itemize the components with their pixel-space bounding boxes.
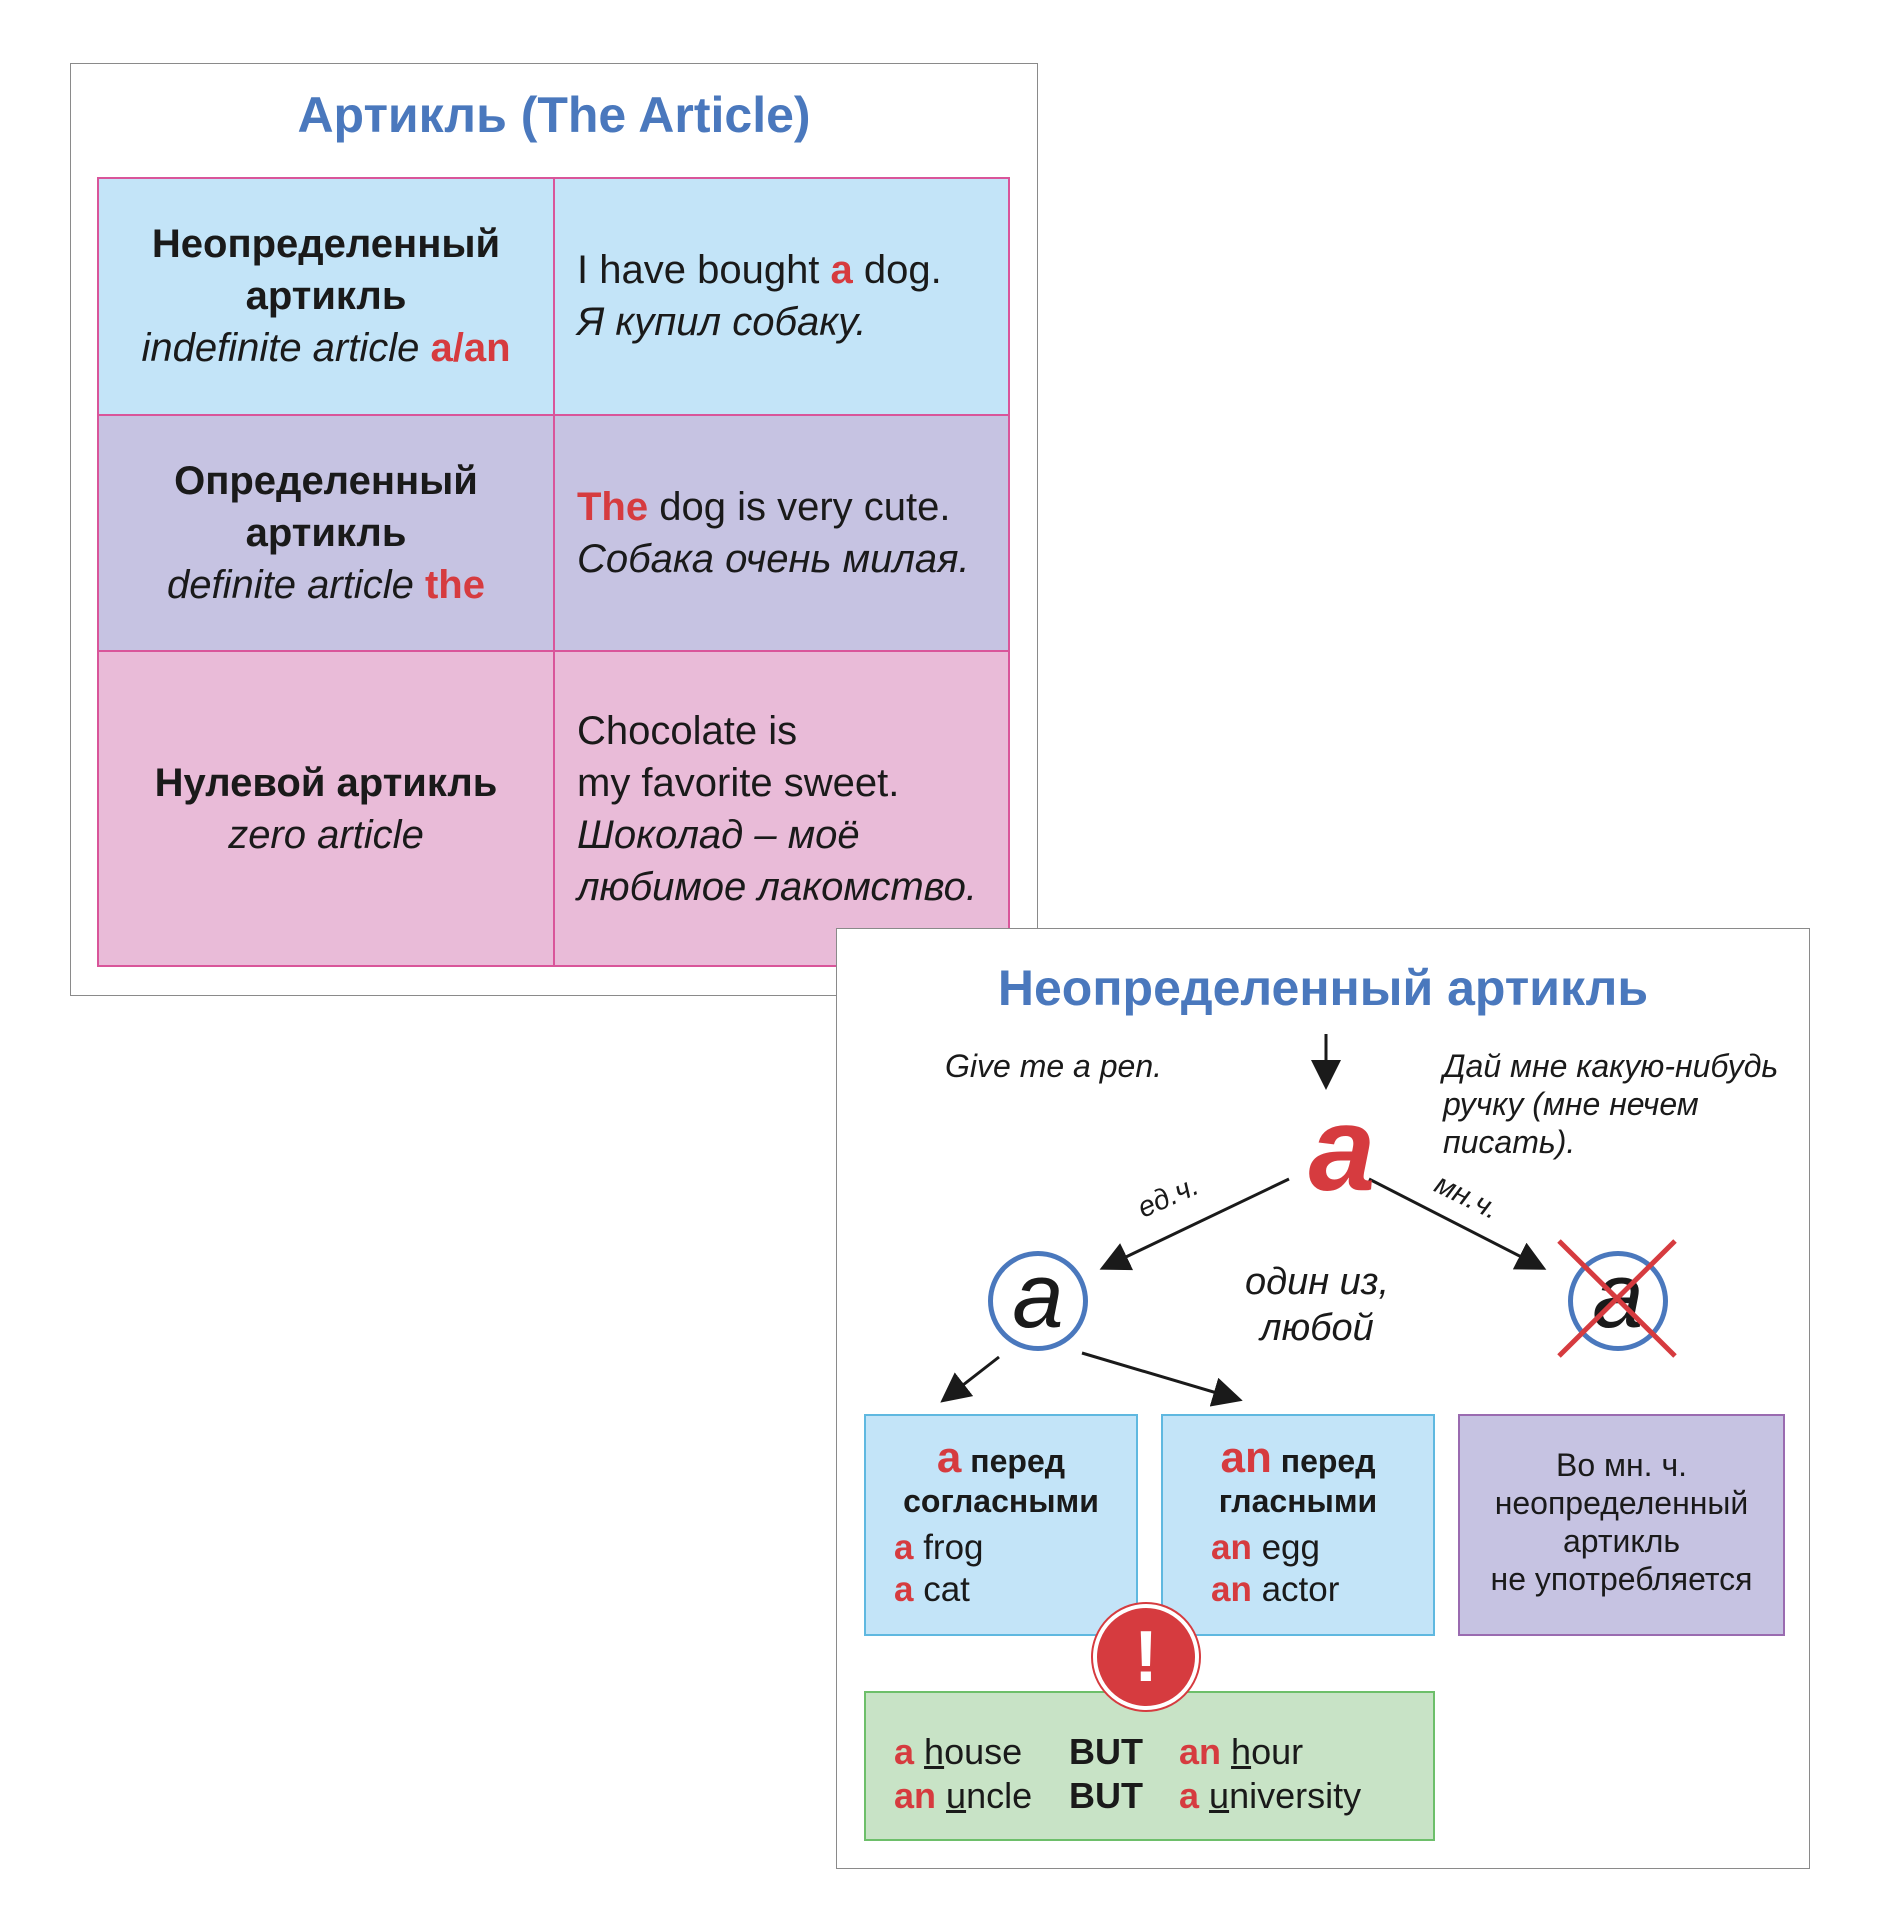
- but-word: BUT: [1069, 1731, 1143, 1772]
- example-word: frog: [913, 1528, 984, 1567]
- article-word: The: [577, 485, 649, 530]
- article-word: an: [894, 1775, 937, 1816]
- arrow-plural: [1368, 1177, 1547, 1270]
- example-word: ncle: [966, 1775, 1033, 1816]
- underlined-letter: h: [924, 1731, 945, 1772]
- article-word: a: [830, 248, 853, 293]
- name-ru: артикль: [245, 511, 407, 556]
- example-en: I have bought: [577, 248, 831, 293]
- article-word: an: [1211, 1570, 1252, 1609]
- article-word: a: [894, 1731, 915, 1772]
- underlined-letter: h: [1231, 1731, 1252, 1772]
- meaning-text: один из, любой: [1244, 1261, 1390, 1349]
- name-en: definite article: [167, 563, 425, 608]
- table-row: Неопределенный артикль indefinite articl…: [97, 177, 1010, 416]
- name-ru: Неопределенный: [151, 222, 501, 267]
- note-line: артикль: [1562, 1523, 1681, 1559]
- cross-mark-icon: [1557, 1239, 1677, 1358]
- box-heading: перед: [961, 1443, 1066, 1479]
- underlined-letter: u: [946, 1775, 967, 1816]
- article-word: a: [894, 1528, 914, 1567]
- note-line: не употребляется: [1490, 1561, 1753, 1597]
- box-heading: согласными: [903, 1483, 1099, 1519]
- example-en: dog.: [852, 248, 942, 293]
- article-word: an: [1179, 1731, 1222, 1772]
- article-word: a: [894, 1570, 914, 1609]
- example-ru: любимое лакомство.: [577, 864, 977, 909]
- underlined-letter: u: [1209, 1775, 1230, 1816]
- exclamation-icon: !: [1093, 1604, 1199, 1710]
- an-before-vowels-box: an перед гласными an egg an actor: [1161, 1414, 1435, 1636]
- example-word: cat: [913, 1570, 970, 1609]
- article-letter: an: [1220, 1433, 1272, 1482]
- arrow-to-a-box: [940, 1355, 1000, 1403]
- example-word: niversity: [1229, 1775, 1362, 1816]
- but-word: BUT: [1069, 1775, 1143, 1816]
- arrow-singular: [1099, 1177, 1290, 1271]
- box-heading: перед: [1271, 1443, 1376, 1479]
- example-ru: Дай мне какую-нибудь ручку (мне нечем пи…: [1443, 1048, 1779, 1160]
- arrow-to-an-box: [1081, 1351, 1243, 1407]
- example-cell: Chocolate is my favorite sweet. Шоколад …: [553, 650, 1010, 967]
- card-title: Артикль (The Article): [297, 87, 811, 143]
- article-word: an: [1211, 1528, 1252, 1567]
- article-letter: a: [936, 1433, 962, 1482]
- example-word: actor: [1251, 1570, 1340, 1609]
- circled-a-icon: a: [988, 1250, 1088, 1351]
- article-word: a/an: [430, 326, 511, 371]
- box-heading: гласными: [1218, 1483, 1378, 1519]
- example-en: Give me a pen.: [945, 1048, 1162, 1084]
- example-cell: The dog is very cute. Собака очень милая…: [553, 413, 1010, 653]
- example-ru: Собака очень милая.: [577, 537, 970, 582]
- example-cell: I have bought a dog. Я купил собаку.: [553, 177, 1010, 416]
- card-title: Неопределенный артикль: [997, 960, 1649, 1016]
- name-ru: артикль: [245, 274, 407, 319]
- article-table: Неопределенный артикль indefinite articl…: [97, 177, 1010, 967]
- example-word: our: [1251, 1731, 1304, 1772]
- name-ru: Определенный: [174, 459, 478, 504]
- article-word: the: [424, 563, 485, 608]
- example-en: dog is very cute.: [648, 485, 951, 530]
- note-line: неопределенный: [1494, 1485, 1749, 1521]
- example-word: ouse: [944, 1731, 1023, 1772]
- article-word: a: [1179, 1775, 1200, 1816]
- diagram-arrows: [940, 1034, 1547, 1407]
- example-ru: Шоколад – моё: [577, 812, 860, 857]
- example-ru: Я купил собаку.: [577, 300, 867, 345]
- name-en: zero article: [228, 812, 424, 857]
- big-article-a: a: [1308, 1082, 1376, 1216]
- article-name-cell: Неопределенный артикль indefinite articl…: [97, 177, 555, 416]
- example-en: Chocolate is: [577, 708, 798, 753]
- plural-note-box: Во мн. ч. неопределенный артикль не упот…: [1458, 1414, 1785, 1636]
- article-name-cell: Нулевой артикль zero article: [97, 650, 555, 967]
- table-row: Определенный артикль definite article th…: [97, 413, 1010, 653]
- example-en: my favorite sweet.: [577, 760, 900, 805]
- note-line: Во мн. ч.: [1555, 1447, 1688, 1483]
- article-name-cell: Определенный артикль definite article th…: [97, 413, 555, 653]
- a-before-consonants-box: a перед согласными a frog a cat: [864, 1414, 1138, 1636]
- name-ru: Нулевой артикль: [154, 760, 498, 805]
- article-table-card: Артикль (The Article) Неопределенный арт…: [70, 63, 1038, 996]
- indefinite-article-card: Неопределенный артикль Give me a pen. Да…: [836, 928, 1810, 1869]
- table-row: Нулевой артикль zero article Chocolate i…: [97, 650, 1010, 967]
- name-en: indefinite article: [141, 326, 431, 371]
- example-word: egg: [1251, 1528, 1320, 1567]
- exceptions-box: a house BUT an hour an uncle BUT a unive…: [864, 1691, 1435, 1841]
